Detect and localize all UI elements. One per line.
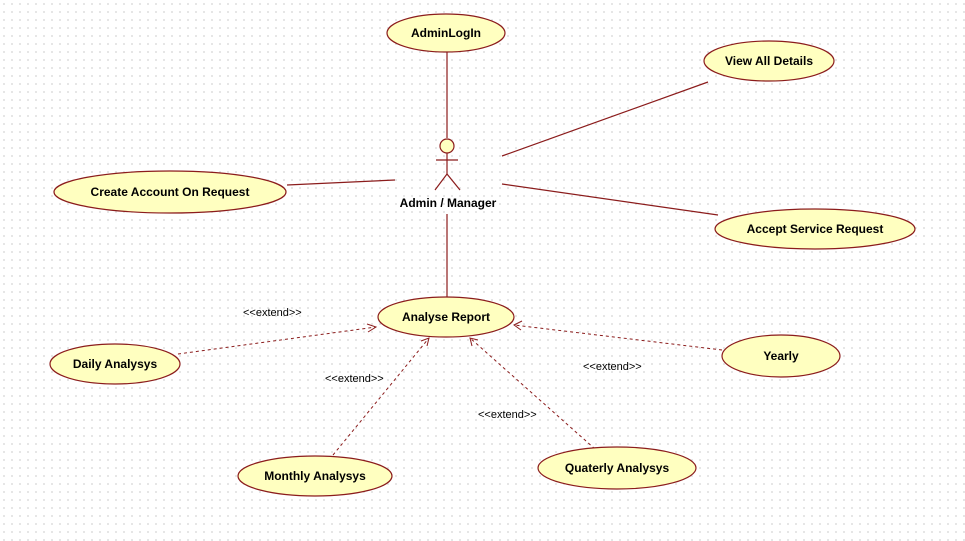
extend-label-quarterly: <<extend>>	[478, 409, 537, 421]
extend-monthly	[332, 337, 430, 456]
use-case-admin-login[interactable]: AdminLogIn	[386, 13, 506, 53]
extend-quarterly	[469, 337, 596, 450]
use-case-label: AdminLogIn	[411, 26, 481, 40]
extend-label-yearly: <<extend>>	[583, 361, 642, 373]
use-case-monthly-analysis[interactable]: Monthly Analysys	[237, 455, 393, 497]
association-accept-service-request	[501, 183, 719, 216]
use-case-label: Create Account On Request	[91, 185, 250, 199]
use-case-daily-analysis[interactable]: Daily Analysys	[49, 343, 181, 385]
use-case-yearly[interactable]: Yearly	[721, 334, 841, 378]
use-case-label: Daily Analysys	[73, 357, 158, 371]
association-view-all-details	[501, 81, 709, 157]
use-case-label: Yearly	[763, 349, 799, 363]
use-case-label: Monthly Analysys	[264, 469, 366, 483]
extend-daily	[177, 323, 378, 355]
actor-head	[439, 138, 455, 154]
association-create-account	[286, 179, 396, 186]
extend-label-daily: <<extend>>	[243, 307, 302, 319]
use-case-create-account[interactable]: Create Account On Request	[53, 170, 287, 214]
use-case-label: Quaterly Analysys	[565, 461, 670, 475]
use-case-label: Accept Service Request	[747, 222, 884, 236]
use-case-accept-service-request[interactable]: Accept Service Request	[714, 208, 916, 250]
actor-label: Admin / Manager	[400, 196, 497, 210]
extend-label-monthly: <<extend>>	[325, 373, 384, 385]
use-case-analyse-report[interactable]: Analyse Report	[377, 296, 515, 338]
use-case-label: View All Details	[725, 54, 813, 68]
extend-yearly	[513, 320, 723, 351]
actor-admin-manager[interactable]: Admin / Manager	[400, 138, 497, 210]
use-case-view-all-details[interactable]: View All Details	[703, 40, 835, 82]
use-case-quarterly-analysis[interactable]: Quaterly Analysys	[537, 446, 697, 490]
use-case-label: Analyse Report	[402, 310, 490, 324]
